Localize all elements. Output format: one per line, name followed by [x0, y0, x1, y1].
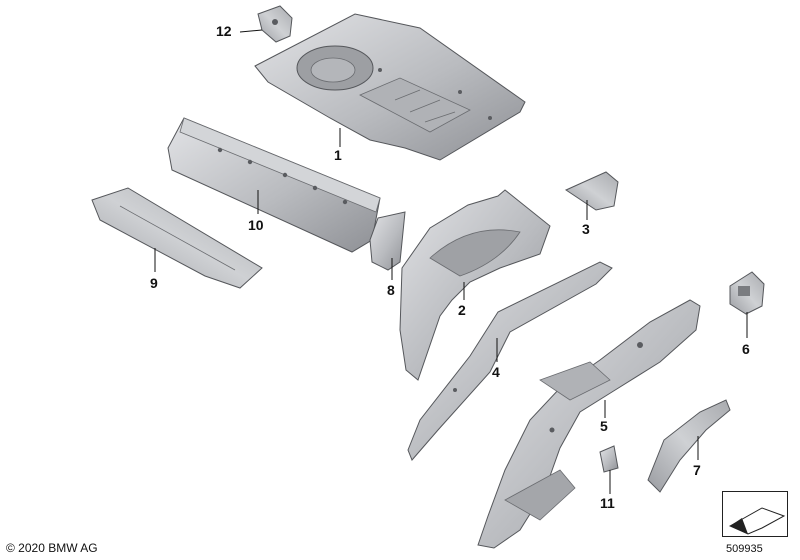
callout-3[interactable]: 3 — [582, 221, 590, 237]
callout-6[interactable]: 6 — [742, 341, 750, 357]
part-8-bracket[interactable] — [369, 211, 406, 271]
copyright-text: © 2020 BMW AG — [6, 541, 98, 555]
callout-8[interactable]: 8 — [387, 282, 395, 298]
part-6-bracket[interactable] — [729, 271, 765, 315]
reference-number: 509935 — [726, 543, 763, 555]
callout-11[interactable]: 11 — [600, 495, 615, 511]
part-9-lower-member[interactable] — [91, 187, 263, 289]
part-5-rail-assembly[interactable] — [477, 299, 701, 549]
part-3-panel[interactable] — [564, 171, 619, 211]
callout-10[interactable]: 10 — [248, 217, 264, 233]
part-4-rail[interactable] — [407, 261, 613, 461]
reference-box — [722, 491, 788, 537]
part-11-clip[interactable] — [599, 445, 619, 473]
part-12-bracket[interactable] — [257, 5, 293, 43]
part-7-bracket[interactable] — [647, 399, 731, 493]
part-2-wheel-arch[interactable] — [399, 189, 551, 381]
part-1-floor-pan[interactable] — [254, 13, 526, 161]
callout-5[interactable]: 5 — [600, 418, 608, 434]
callout-9[interactable]: 9 — [150, 275, 158, 291]
callout-12[interactable]: 12 — [216, 23, 232, 39]
callout-7[interactable]: 7 — [693, 462, 701, 478]
callout-1[interactable]: 1 — [334, 147, 342, 163]
callout-2[interactable]: 2 — [458, 302, 466, 318]
callout-4[interactable]: 4 — [492, 364, 500, 380]
leader-line-12 — [239, 29, 263, 33]
